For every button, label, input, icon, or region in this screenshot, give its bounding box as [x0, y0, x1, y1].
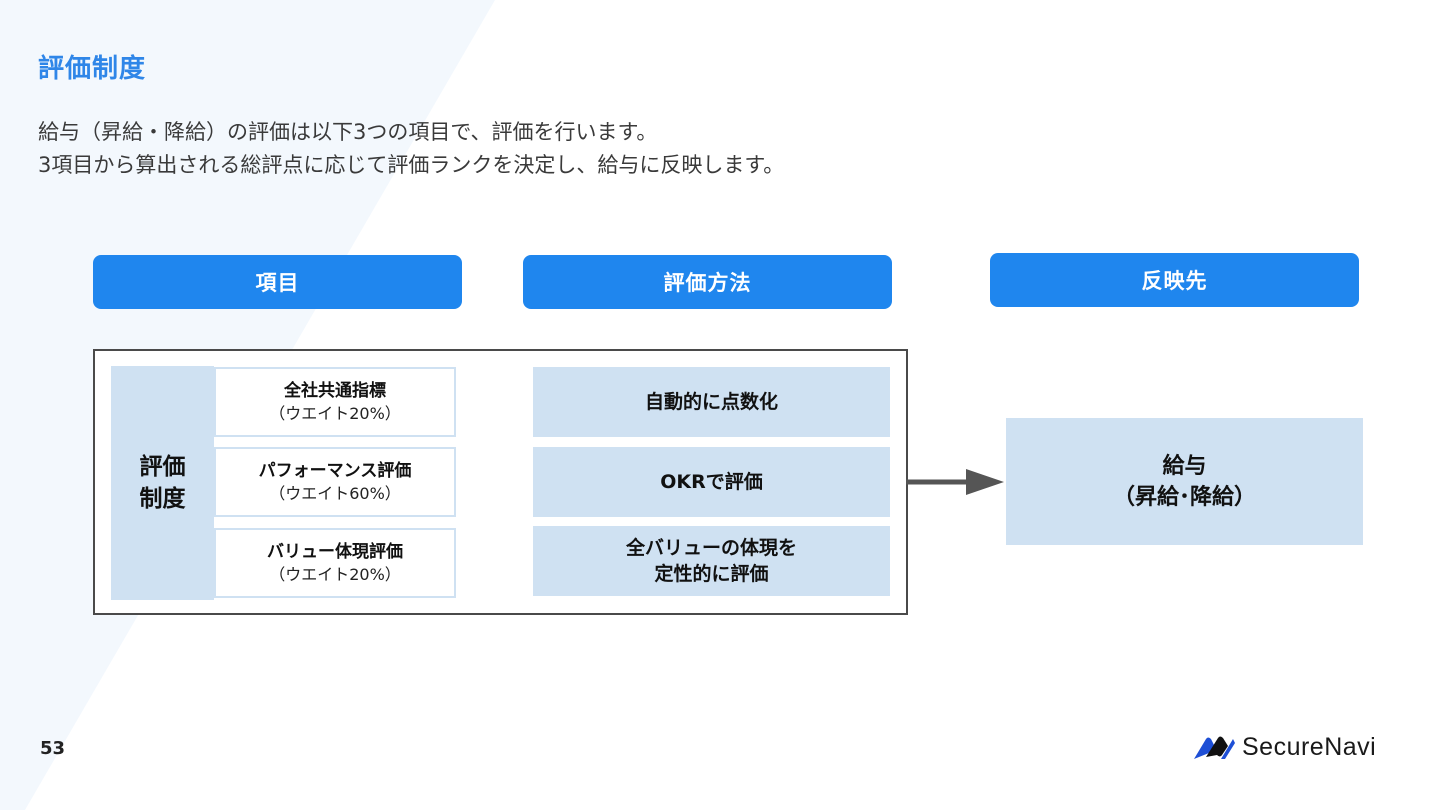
page-number: 53	[40, 738, 66, 759]
brand-name: SecureNavi	[1242, 733, 1377, 761]
page-title: 評価制度	[38, 54, 147, 84]
description-line-2: 3項目から算出される総評点に応じて評価ランクを決定し、給与に反映します。	[38, 153, 785, 177]
evaluation-system-label: 評価 制度	[111, 366, 214, 600]
description-line-1: 給与（昇給・降給）の評価は以下3つの項目で、評価を行います。	[38, 120, 658, 144]
item-name: パフォーマンス評価	[258, 461, 412, 481]
item-weight: （ウエイト20%）	[269, 565, 401, 584]
item-weight: （ウエイト20%）	[269, 404, 401, 423]
item-weight: （ウエイト60%）	[269, 484, 401, 503]
item-name: バリュー体現評価	[267, 542, 403, 562]
method-value-qualitative: 全バリューの体現を 定性的に評価	[533, 526, 890, 596]
item-company-kpi: 全社共通指標 （ウエイト20%）	[214, 367, 456, 437]
result-salary: 給与 （昇給･降給）	[1006, 418, 1363, 545]
system-label-line-2: 制度	[139, 486, 186, 512]
result-line-2: （昇給･降給）	[1112, 484, 1256, 510]
method-auto-score: 自動的に点数化	[533, 367, 890, 437]
result-line-1: 給与	[1162, 453, 1207, 479]
securenavi-logo-icon	[1194, 736, 1235, 759]
method-okr: OKRで評価	[533, 447, 890, 517]
brand-logo: SecureNavi	[1192, 733, 1376, 762]
system-label-line-1: 評価	[139, 454, 186, 480]
header-target: 反映先	[990, 253, 1359, 307]
arrow-right-icon	[906, 469, 1004, 495]
header-method: 評価方法	[523, 255, 892, 309]
item-name: 全社共通指標	[284, 381, 386, 401]
item-performance: パフォーマンス評価 （ウエイト60%）	[214, 447, 456, 517]
header-items: 項目	[93, 255, 462, 309]
item-value: バリュー体現評価 （ウエイト20%）	[214, 528, 456, 598]
page-description: 給与（昇給・降給）の評価は以下3つの項目で、評価を行います。 3項目から算出され…	[38, 116, 784, 182]
